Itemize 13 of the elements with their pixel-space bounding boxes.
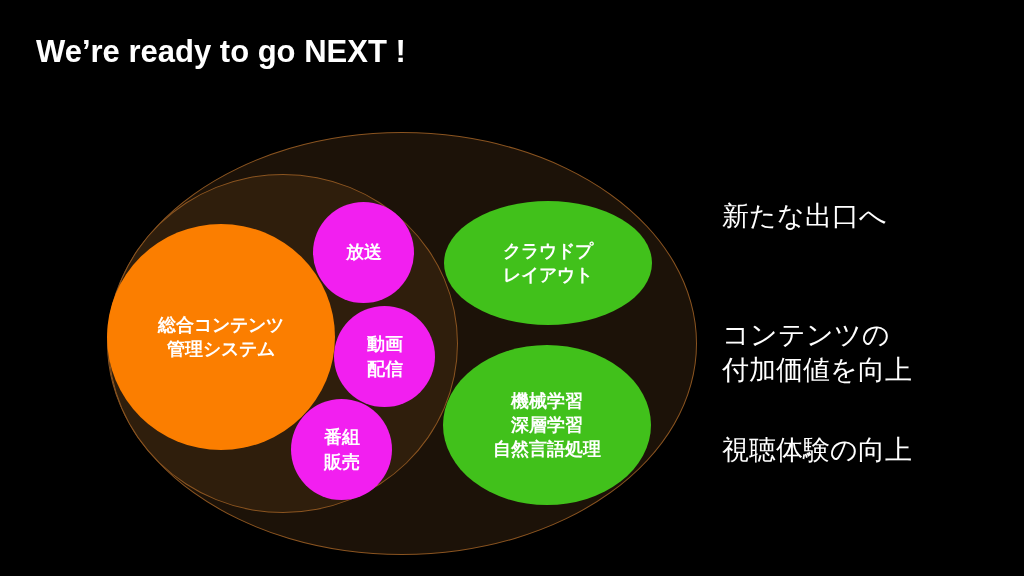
slide-title: We’re ready to go NEXT ! bbox=[36, 34, 406, 70]
node-label: 番組販売 bbox=[322, 425, 361, 474]
node-label: クラウドプレイアウト bbox=[502, 238, 595, 287]
node-label: 機械学習 bbox=[511, 388, 583, 413]
side-note: 新たな出口へ bbox=[722, 199, 887, 233]
node-label: 放送 bbox=[345, 240, 382, 265]
side-note: 視聴体験の向上 bbox=[722, 433, 912, 467]
side-note: 付加価値を向上 bbox=[722, 353, 912, 387]
node-label: 自然言語処理 bbox=[493, 437, 601, 462]
node-label: 総合コンテンツ管理システム bbox=[156, 312, 285, 361]
side-note: コンテンツの bbox=[722, 318, 890, 352]
node-label: 深層学習 bbox=[511, 412, 583, 437]
node-label: 動画配信 bbox=[365, 332, 404, 381]
